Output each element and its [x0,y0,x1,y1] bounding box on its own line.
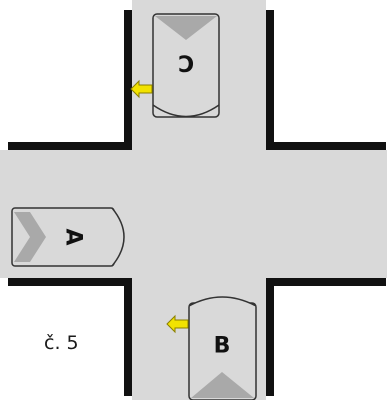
vehicle-c: C [130,13,220,118]
vehicle-b-windshield [188,296,257,307]
vehicle-b: B [166,296,257,400]
vehicle-c-chevron-icon [155,16,217,40]
curb-top-right [266,10,386,150]
vehicle-a-chevron-icon [14,212,46,262]
curb-top-left [8,10,132,150]
vehicle-c-turn-signal-arrow-icon [130,79,153,99]
diagram-caption: č. 5 [44,332,79,354]
vehicle-b-chevron-icon [191,372,254,398]
curb-bottom-left [8,278,132,396]
vehicle-b-label: B [214,334,231,359]
vehicle-a-windshield [111,207,125,267]
vehicle-c-label: C [178,50,194,75]
vehicle-a: A [11,207,125,267]
curb-bottom-right [266,278,386,396]
vehicle-a-label: A [61,228,86,245]
curbs [8,10,386,396]
vehicle-c-windshield [152,104,220,118]
vehicle-b-turn-signal-arrow-icon [166,314,189,334]
